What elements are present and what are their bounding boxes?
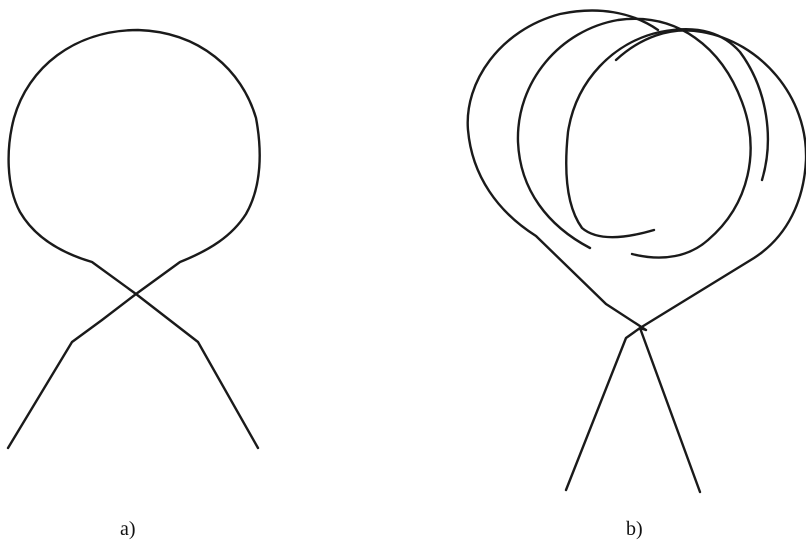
panel-a-loop-left-leg xyxy=(8,30,260,448)
panel-a-drawing xyxy=(8,30,260,448)
panel-b-caption: b) xyxy=(626,518,643,541)
panel-b-drawing xyxy=(468,11,806,492)
panel-b-outer-loop xyxy=(468,11,806,492)
panel-b-middle-loop xyxy=(518,19,751,258)
panel-b-inner-loop xyxy=(566,29,768,237)
panel-a-caption: a) xyxy=(120,518,136,541)
